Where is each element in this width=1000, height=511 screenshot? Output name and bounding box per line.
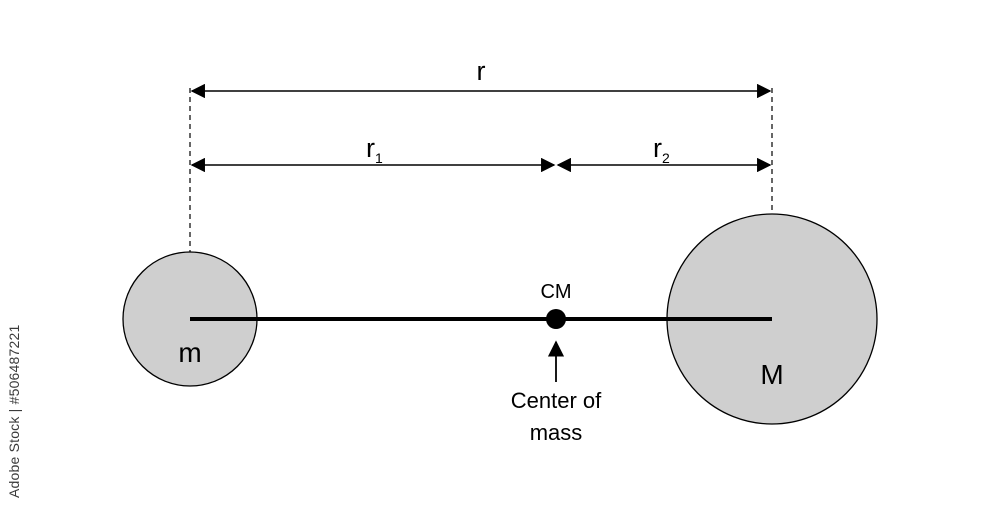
center-of-mass-label-line2: mass bbox=[530, 420, 583, 445]
r-label: r bbox=[477, 56, 486, 86]
small-mass-label: m bbox=[178, 337, 201, 368]
cm-label: CM bbox=[540, 281, 571, 303]
stock-watermark: Adobe Stock | #506487221 bbox=[6, 324, 22, 498]
r2-label-main: r bbox=[653, 133, 662, 163]
r2-label: r2 bbox=[653, 133, 670, 166]
r1-label: r1 bbox=[366, 133, 383, 166]
large-mass-label: M bbox=[760, 359, 783, 390]
center-of-mass-dot bbox=[546, 309, 566, 329]
r1-label-subscript: 1 bbox=[375, 150, 383, 166]
r1-label-main: r bbox=[366, 133, 375, 163]
r2-label-subscript: 2 bbox=[662, 150, 670, 166]
center-of-mass-label-line1: Center of bbox=[511, 388, 602, 413]
